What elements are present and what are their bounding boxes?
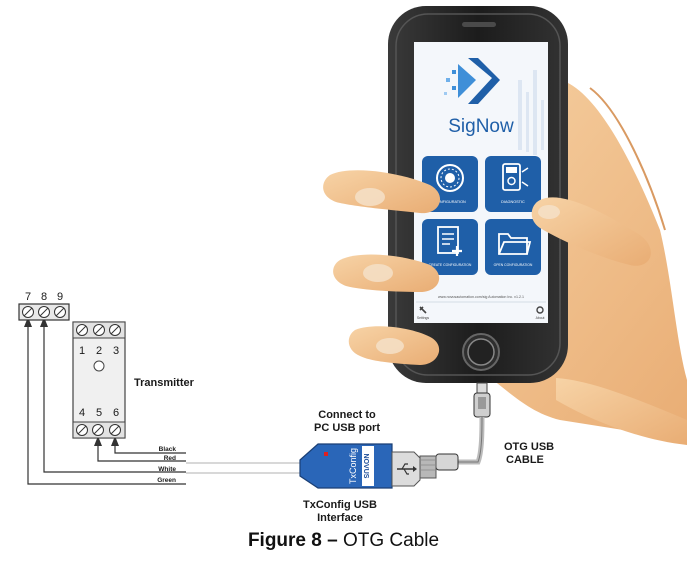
txconfig-usb-interface: TxConfig NOVUS [186, 443, 437, 489]
terminal-7-label: 7 [25, 291, 31, 303]
home-button[interactable] [462, 333, 500, 371]
transmitter-label: Transmitter [134, 377, 195, 389]
connect-label-line2: PC USB port [314, 422, 380, 434]
settings-tab[interactable]: Settings [417, 306, 430, 320]
terminal-3-label: 3 [113, 345, 119, 357]
hand-fingers [323, 170, 687, 445]
transmitter-module: 1 2 3 4 5 6 [72, 321, 126, 439]
wire-label-red: Red [164, 455, 176, 462]
signow-logo-icon [444, 58, 500, 104]
usb-a-socket [435, 453, 459, 471]
status-indicator-icon [93, 360, 105, 372]
terminal-1-label: 1 [79, 345, 85, 357]
otg-cable-label-line1: OTG USB [504, 441, 554, 453]
wire-arrows [24, 317, 119, 446]
usb-symbol-icon [397, 463, 417, 475]
interface-caption-line1: TxConfig USB [303, 499, 377, 511]
wire-label-white: White [158, 466, 176, 473]
wire-label-green: Green [157, 477, 176, 484]
diagnostic-button[interactable]: DIAGNOSTIC [485, 156, 541, 212]
create-configuration-button[interactable]: CREATE CONFIGURATION [422, 219, 478, 275]
open-folder-icon [498, 233, 532, 255]
external-terminal-block: 7 8 9 [18, 291, 70, 321]
configuration-button-label: CONFIGURATION [434, 200, 466, 204]
gear-icon [536, 306, 544, 314]
figure-number: Figure 8 – [247, 530, 338, 551]
smartphone: SigNow CONFIGURATION DIAGNOSTIC [388, 6, 568, 383]
status-led-icon [324, 452, 328, 456]
about-label: About [536, 316, 545, 320]
figure-caption: Figure 8 – OTG Cable [0, 530, 687, 552]
new-document-icon [437, 226, 462, 256]
create-configuration-button-label: CREATE CONFIGURATION [429, 263, 472, 267]
about-tab[interactable]: About [536, 306, 545, 320]
micro-usb-plug [476, 382, 488, 394]
terminal-9-label: 9 [57, 291, 63, 303]
terminal-6-label: 6 [113, 407, 119, 419]
otg-cable-label-line2: CABLE [506, 454, 544, 466]
screen-background-pattern [518, 70, 544, 155]
open-configuration-button-label: OPEN CONFIGURATION [494, 263, 533, 267]
figure-title: OTG Cable [342, 530, 440, 551]
app-name: SigNow [448, 116, 514, 137]
earpiece [462, 22, 496, 27]
open-configuration-button[interactable]: OPEN CONFIGURATION [485, 219, 541, 275]
terminal-screw-icon [76, 324, 121, 436]
wire-green [27, 318, 186, 485]
terminal-8-label: 8 [41, 291, 47, 303]
terminal-screw-icon [22, 306, 66, 318]
settings-label: Settings [417, 316, 430, 320]
multimeter-icon [502, 163, 529, 191]
wire-label-black: Black [159, 446, 177, 453]
device-model-text: TxConfig [348, 448, 358, 484]
screen-footer-text: www.novusautomation.com/sig Automation I… [438, 295, 524, 299]
terminal-4-label: 4 [79, 407, 85, 419]
wire-white [43, 318, 186, 473]
otg-cable [435, 382, 491, 471]
interface-caption-line2: Interface [317, 512, 363, 524]
connect-label-line1: Connect to [318, 409, 376, 421]
gear-dial-icon [436, 164, 464, 192]
diagnostic-button-label: DIAGNOSTIC [501, 200, 525, 204]
terminal-2-label: 2 [96, 345, 102, 357]
device-brand-text: NOVUS [362, 454, 369, 479]
terminal-5-label: 5 [96, 407, 102, 419]
